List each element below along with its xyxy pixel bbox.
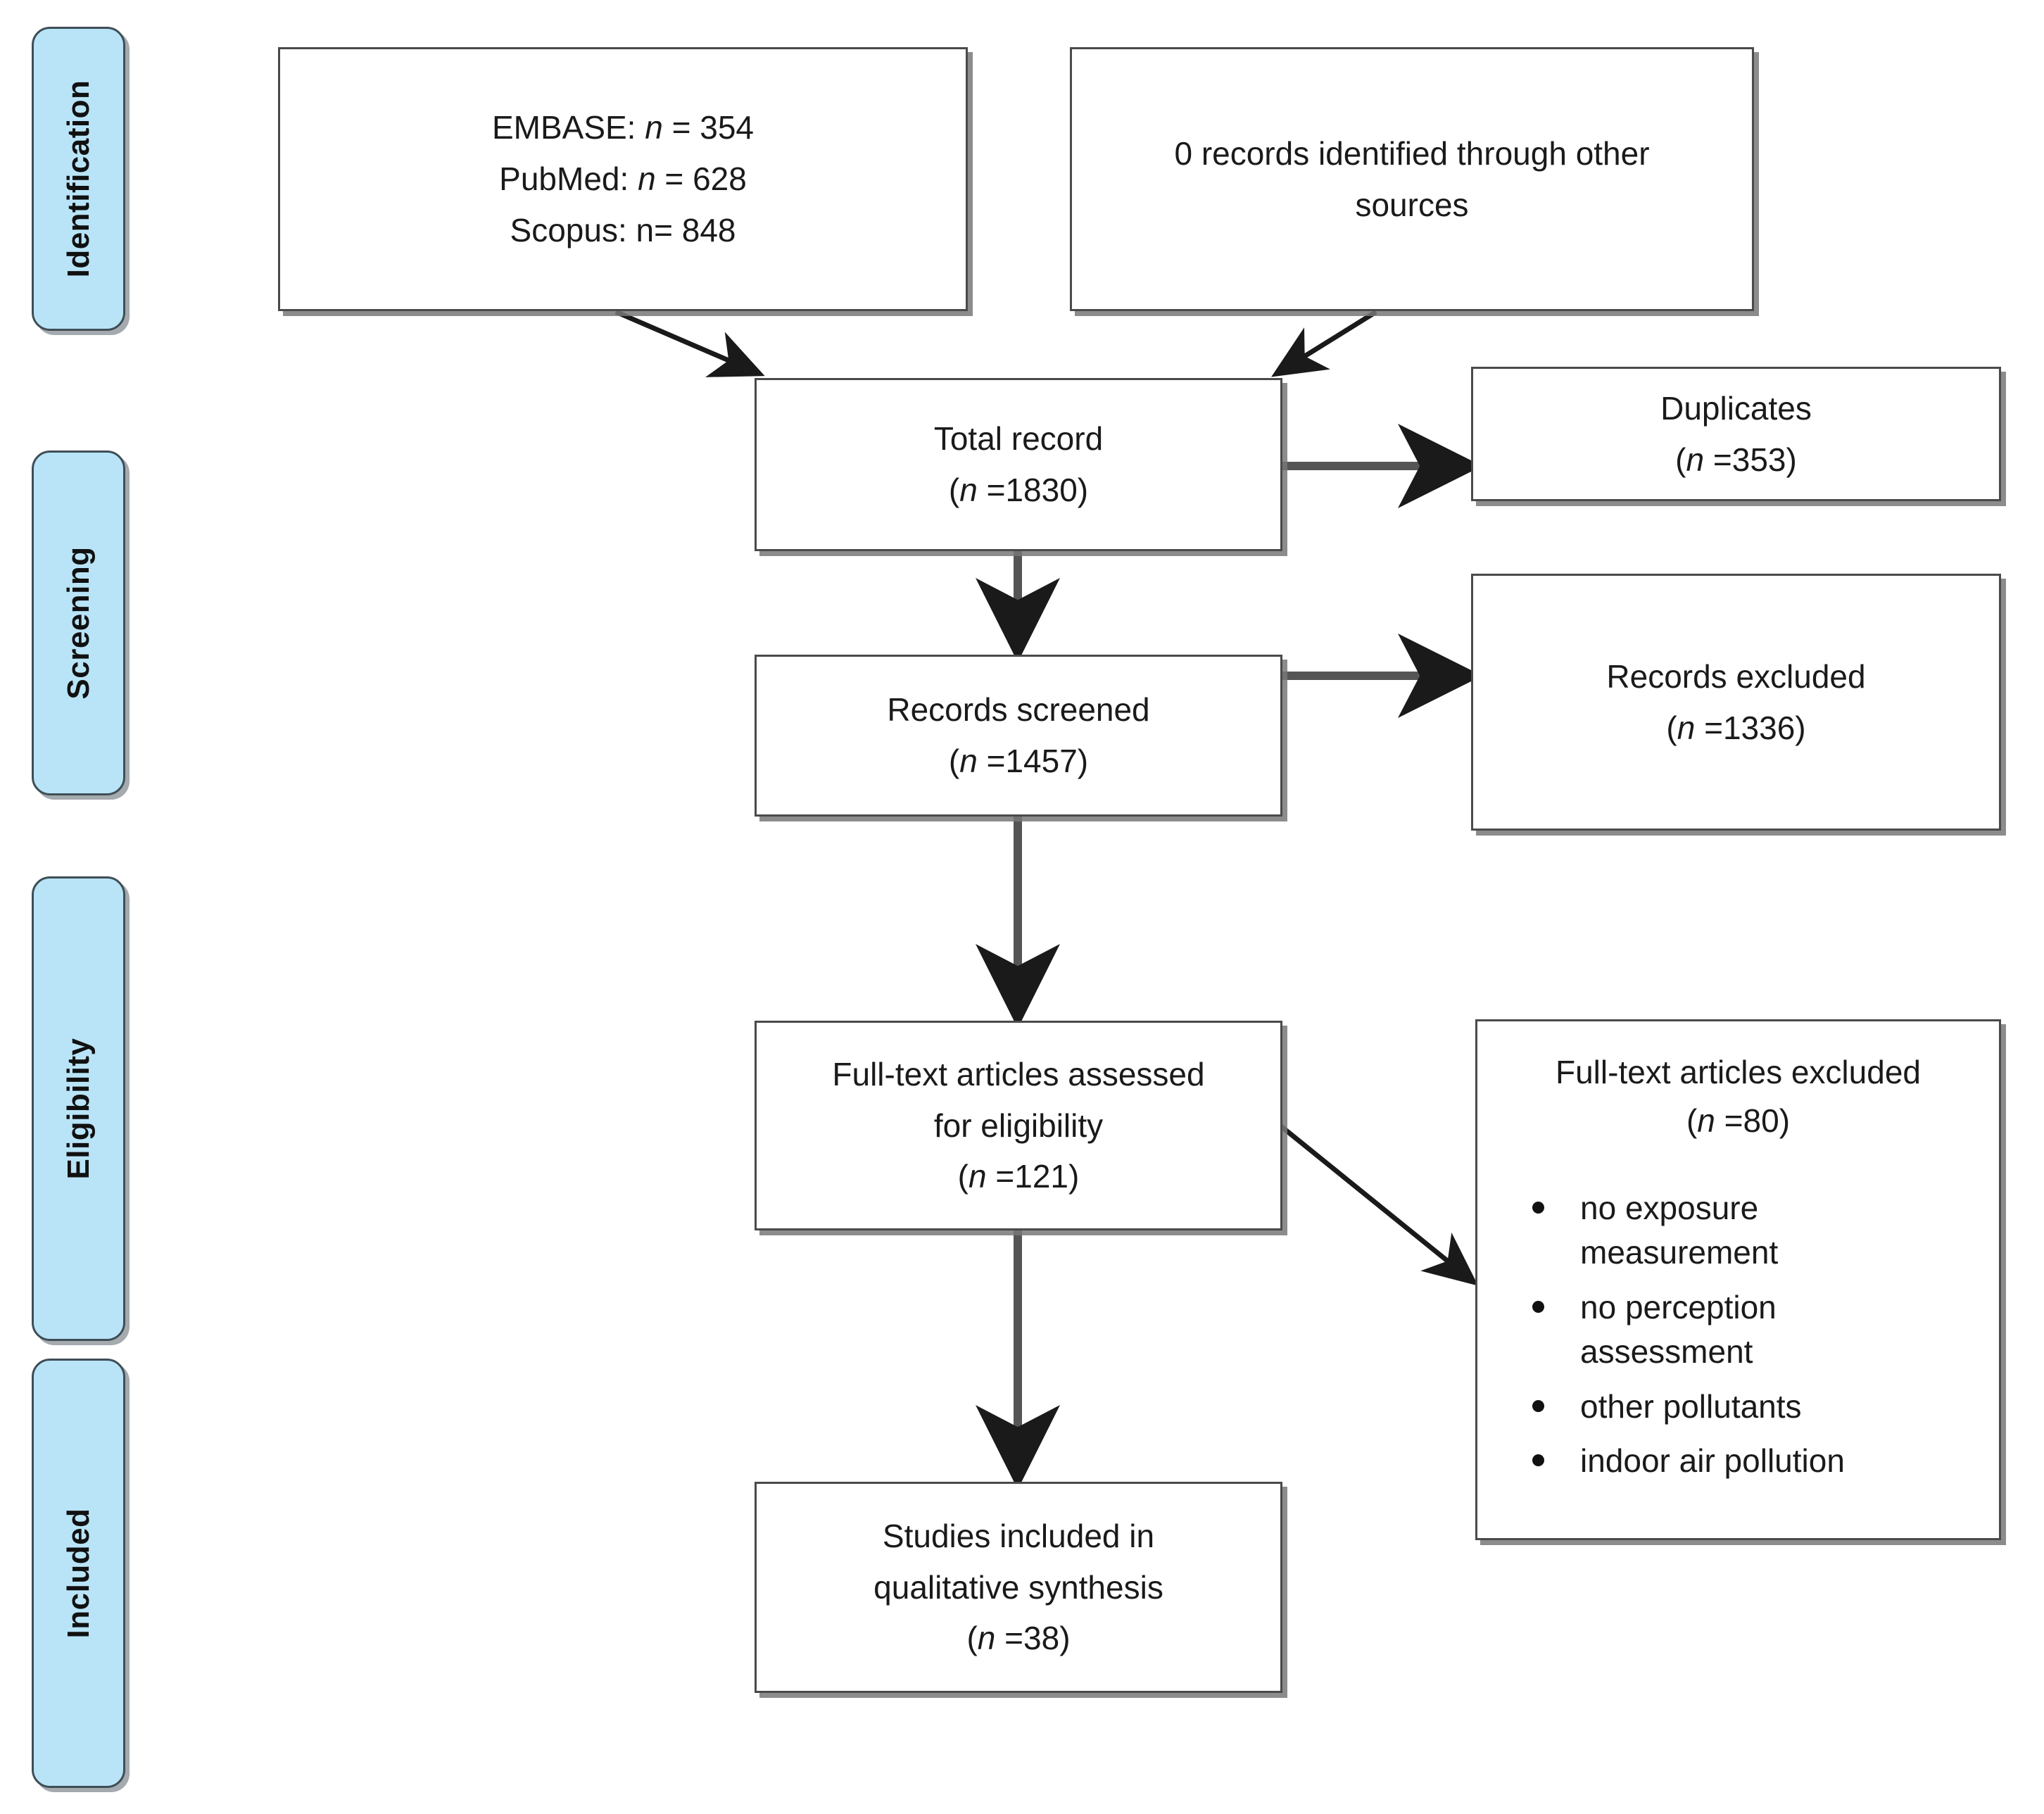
bullet-icon xyxy=(1532,1300,1544,1313)
records-excluded-box: Records excluded (n =1336) xyxy=(1471,574,2001,831)
database-search-results-box: EMBASE: n = 354 PubMed: n = 628 Scopus: … xyxy=(278,47,968,311)
fulltext-assessed-count: (n =121) xyxy=(957,1158,1080,1195)
stage-pill-included: Included xyxy=(32,1359,125,1788)
stage-label-eligibility: Eligibility xyxy=(61,1038,96,1180)
italic-n: n xyxy=(969,1158,987,1195)
list-item: indoor air pollution xyxy=(1527,1439,1975,1483)
records-excluded-label: Records excluded xyxy=(1606,657,1866,695)
italic-n: n xyxy=(638,160,656,198)
fulltext-excluded-box: Full-text articles excluded (n =80) no e… xyxy=(1475,1019,2001,1540)
italic-n: n xyxy=(1686,441,1705,478)
other-sources-line-2: sources xyxy=(1355,186,1469,223)
stage-label-included: Included xyxy=(61,1508,96,1639)
arrow-other-to-total xyxy=(1271,310,1377,377)
bullet-icon xyxy=(1532,1454,1544,1467)
duplicates-count: (n =353) xyxy=(1675,441,1797,478)
fulltext-assessed-box: Full-text articles assessed for eligibil… xyxy=(755,1021,1282,1230)
database-line-scopus: Scopus: n= 848 xyxy=(510,211,736,248)
stage-pill-identification: Identification xyxy=(32,27,125,331)
reason-line-a: no perception xyxy=(1580,1288,1777,1325)
fulltext-excluded-count: (n =80) xyxy=(1686,1102,1791,1139)
other-sources-box: 0 records identified through other sourc… xyxy=(1070,47,1754,311)
italic-n: n xyxy=(959,743,978,779)
records-screened-box: Records screened (n =1457) xyxy=(755,655,1282,817)
studies-included-count: (n =38) xyxy=(966,1620,1071,1657)
italic-n: n xyxy=(645,109,663,146)
total-records-count: (n =1830) xyxy=(948,472,1089,508)
other-sources-line-1: 0 records identified through other xyxy=(1174,134,1650,172)
arrow-fulltext-to-excluded xyxy=(1279,1124,1479,1286)
studies-included-line-1: Studies included in xyxy=(882,1517,1155,1554)
reason-line-b: measurement xyxy=(1580,1234,1779,1271)
stage-pill-eligibility: Eligibility xyxy=(32,876,125,1341)
italic-n: n xyxy=(959,472,978,508)
database-line-embase: EMBASE: n = 354 xyxy=(491,109,755,146)
records-screened-label: Records screened xyxy=(887,691,1150,729)
total-records-label: Total record xyxy=(933,420,1104,458)
reason-line-a: other pollutants xyxy=(1580,1387,1802,1425)
total-records-box: Total record (n =1830) xyxy=(755,378,1282,551)
duplicates-box: Duplicates (n =353) xyxy=(1471,367,2001,501)
records-excluded-count: (n =1336) xyxy=(1666,709,1806,746)
records-screened-count: (n =1457) xyxy=(948,743,1089,779)
stage-label-screening: Screening xyxy=(61,546,96,700)
fulltext-excluded-heading-text: Full-text articles excluded xyxy=(1556,1054,1921,1090)
italic-n: n xyxy=(1677,709,1696,746)
studies-included-box: Studies included in qualitative synthesi… xyxy=(755,1482,1282,1693)
bullet-icon xyxy=(1532,1399,1544,1412)
list-item: no perception assessment xyxy=(1527,1285,1975,1375)
fulltext-assessed-line-2: for eligibility xyxy=(933,1107,1104,1144)
reason-line-b: assessment xyxy=(1580,1333,1753,1371)
stage-label-identification: Identification xyxy=(61,80,96,278)
italic-n: n xyxy=(1697,1102,1715,1139)
duplicates-label: Duplicates xyxy=(1660,389,1812,427)
fulltext-excluded-reason-list: no exposure measurement no perception as… xyxy=(1477,1186,1999,1494)
italic-n: n xyxy=(977,1620,996,1657)
list-item: no exposure measurement xyxy=(1527,1186,1975,1276)
bullet-icon xyxy=(1532,1202,1544,1214)
stage-pill-screening: Screening xyxy=(32,451,125,795)
fulltext-excluded-heading: Full-text articles excluded (n =80) xyxy=(1477,1048,1999,1145)
reason-line-a: no exposure xyxy=(1580,1190,1759,1226)
reason-line-a: indoor air pollution xyxy=(1580,1442,1845,1480)
list-item: other pollutants xyxy=(1527,1385,1975,1429)
arrow-databases-to-total xyxy=(614,309,765,377)
studies-included-line-2: qualitative synthesis xyxy=(873,1568,1163,1606)
fulltext-assessed-line-1: Full-text articles assessed xyxy=(832,1055,1205,1092)
database-line-pubmed: PubMed: n = 628 xyxy=(499,160,747,198)
